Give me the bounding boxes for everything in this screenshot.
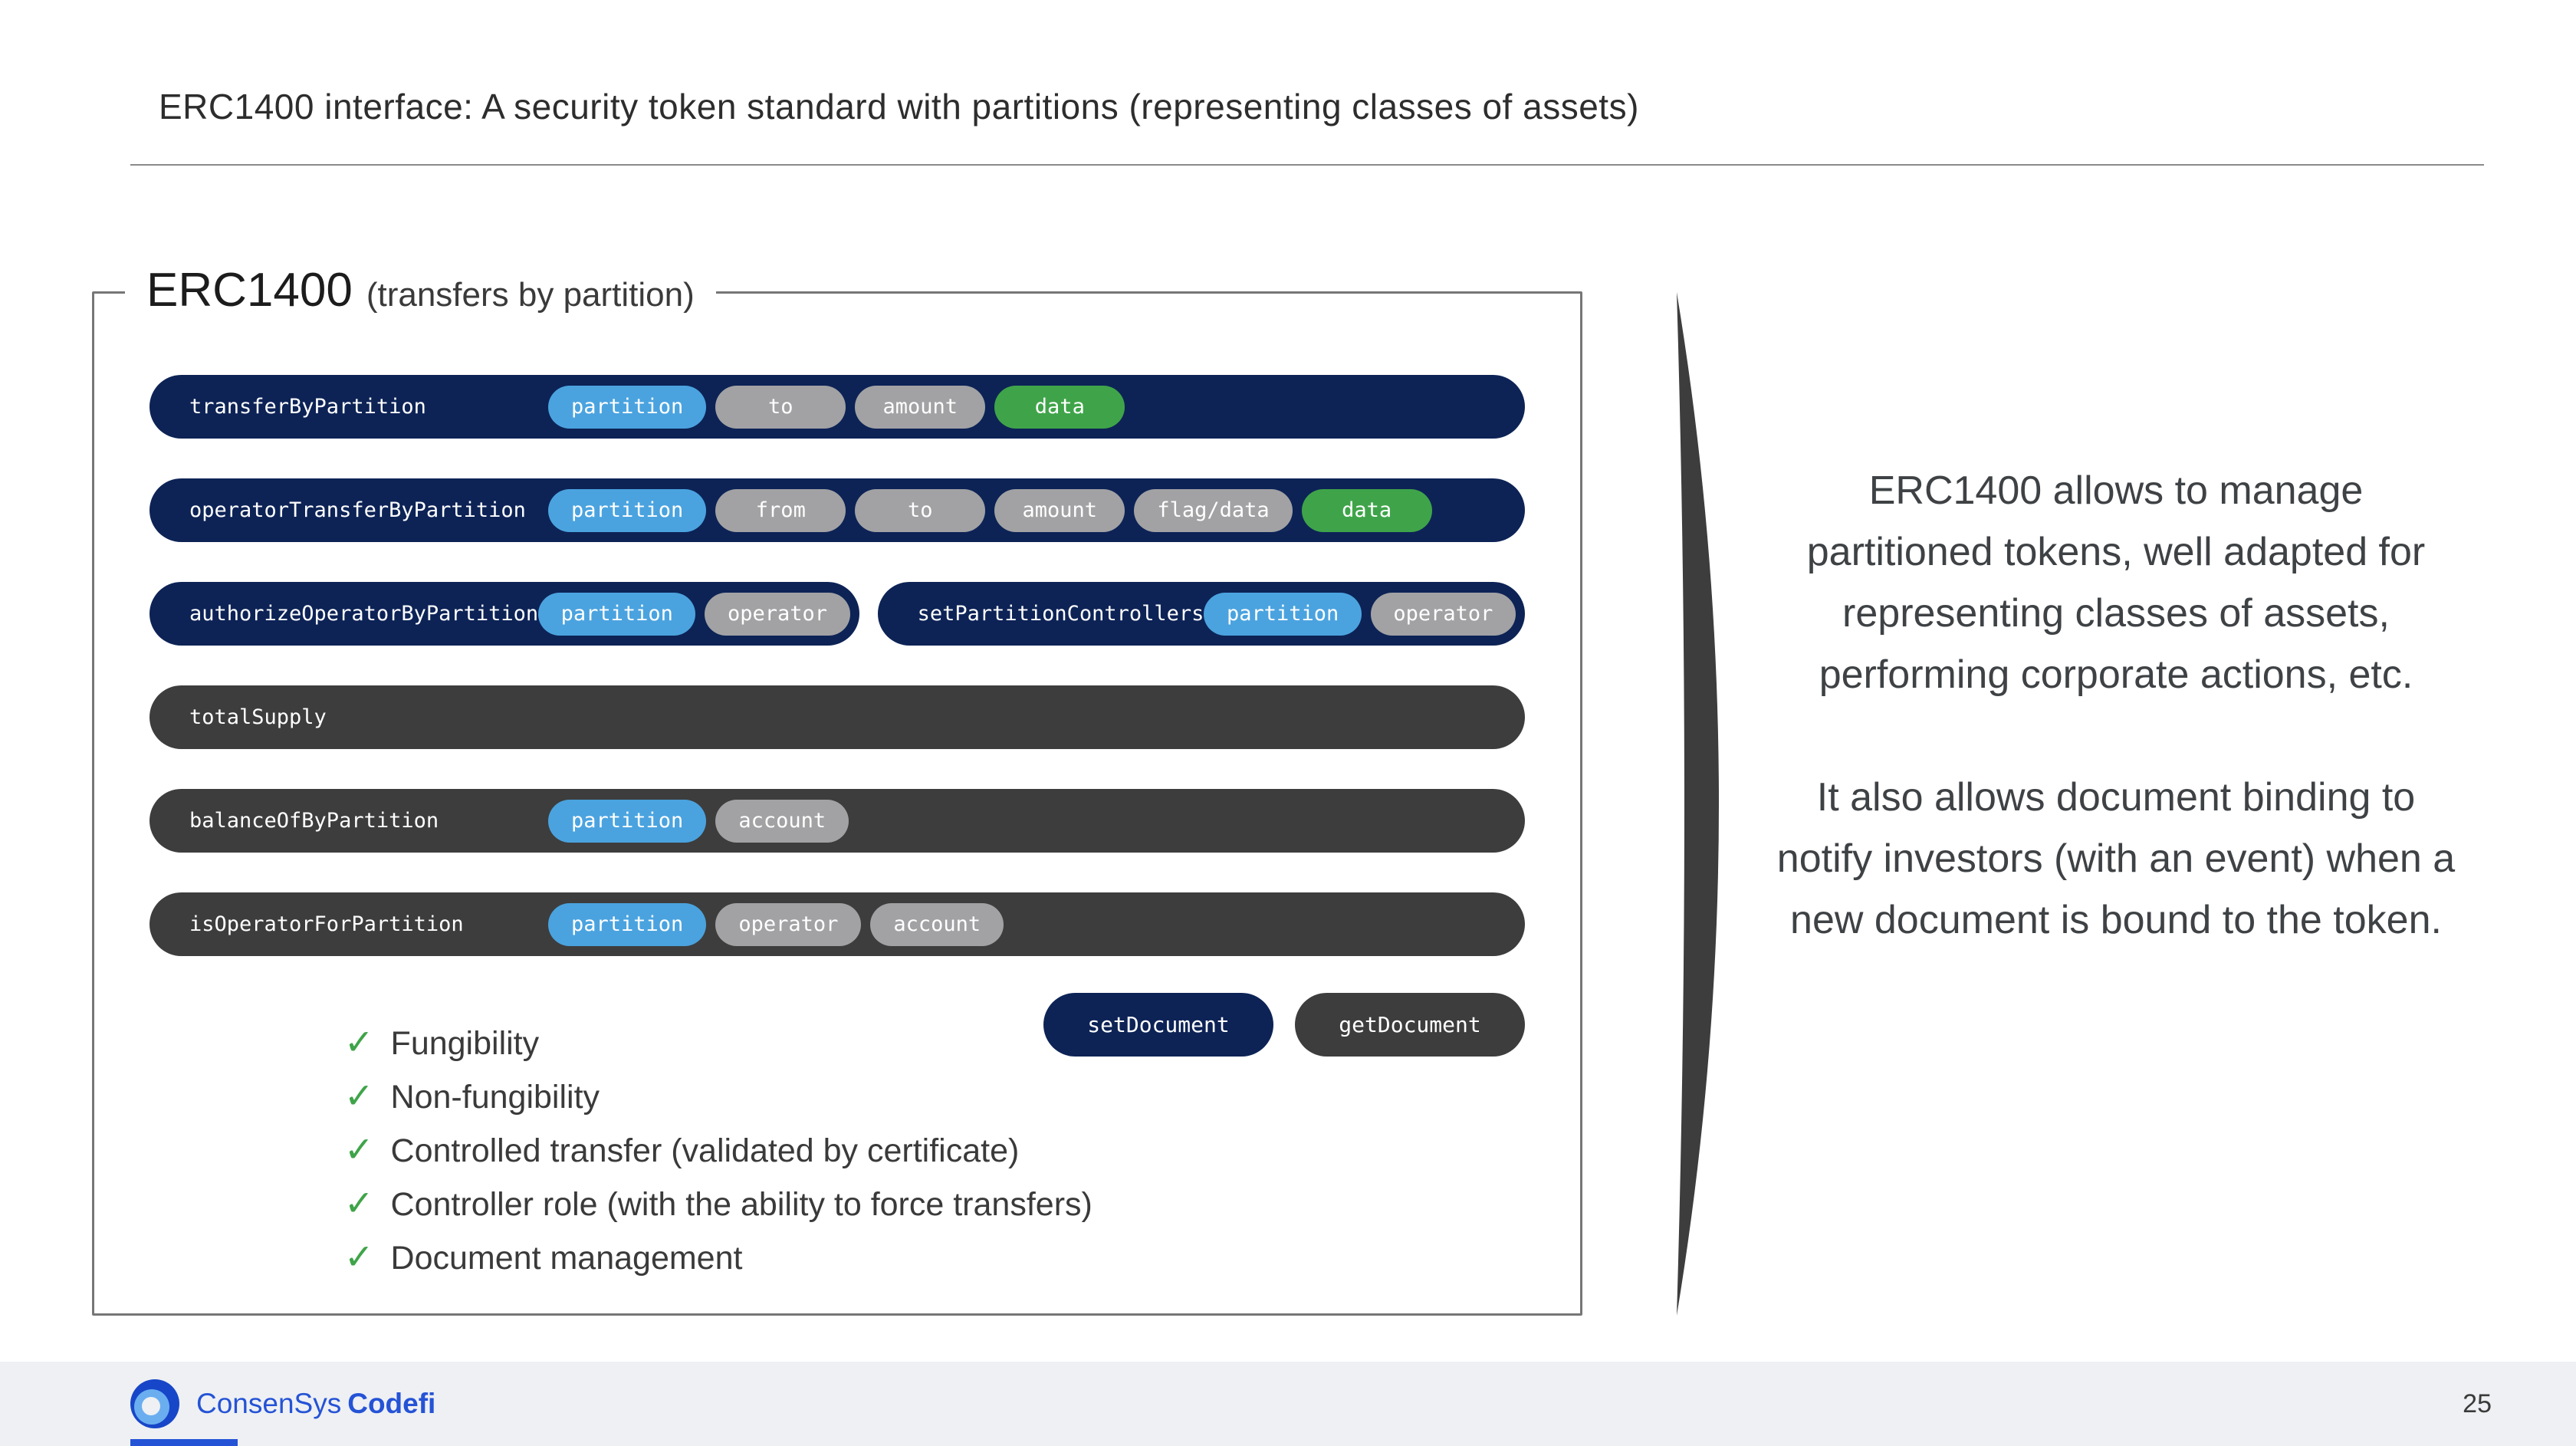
param-pill: account (870, 902, 1004, 946)
function-name: isOperatorForPartition (189, 912, 464, 936)
checkmark-icon: ✓ (344, 1237, 374, 1277)
accent-bar (130, 1439, 238, 1446)
param-pill: operator (705, 592, 850, 636)
param-pill: flag/data (1134, 488, 1293, 532)
param-pill: from (715, 488, 846, 532)
function-name: balanceOfByPartition (189, 809, 439, 833)
checklist-item: ✓ Fungibility (344, 1016, 1092, 1070)
panel-bottom: setDocument getDocument ✓ Fungibility ✓ Non-… (150, 993, 1525, 1292)
description-paragraph-1: ERC1400 allows to manage partitioned tok… (1806, 468, 2426, 697)
function-name: operatorTransferByPartition (189, 498, 526, 522)
param-pill: partition (548, 488, 707, 532)
panel-title: ERC1400 (146, 264, 353, 317)
param-pill: partition (548, 902, 707, 946)
description-text: ERC1400 allows to manage partitioned tok… (1771, 460, 2461, 951)
brand-name-bold: Codefi (347, 1388, 436, 1419)
checklist-label: Non-fungibility (390, 1079, 600, 1116)
erc1400-panel: ERC1400 (transfers by partition) transfe… (92, 263, 1582, 1316)
checklist-label: Document management (390, 1240, 743, 1277)
brand-name-regular: ConsenSys (196, 1388, 342, 1419)
checklist-item: ✓ Document management (344, 1231, 1092, 1284)
checklist-label: Controlled transfer (validated by certif… (390, 1132, 1020, 1169)
checkmark-icon: ✓ (344, 1183, 374, 1223)
checklist-item: ✓ Controlled transfer (validated by certi… (344, 1123, 1092, 1177)
checklist-label: Controller role (with the ability to for… (390, 1186, 1092, 1223)
page-number: 25 (2463, 1388, 2492, 1418)
panel-legend: ERC1400 (transfers by partition) (125, 263, 716, 317)
consensys-logo-icon (130, 1379, 179, 1428)
param-pill: to (855, 488, 986, 532)
checklist-item: ✓ Controller role (with the ability to fo… (344, 1177, 1092, 1231)
param-pill: partition (548, 385, 707, 429)
feature-checklist: ✓ Fungibility ✓ Non-fungibility ✓ Controlled … (344, 1016, 1092, 1284)
panel-subtitle: (transfers by partition) (366, 276, 695, 314)
doc-button: setDocument (1043, 993, 1273, 1057)
divider-crescent-shape (1677, 292, 1719, 1316)
param-pill: partition (538, 592, 696, 636)
doc-button: getDocument (1295, 993, 1525, 1057)
function-name: transferByPartition (189, 395, 426, 419)
param-pill: operator (715, 902, 862, 946)
checklist-label: Fungibility (390, 1025, 540, 1062)
param-pill: account (715, 799, 849, 843)
checkmark-icon: ✓ (344, 1129, 374, 1169)
function-row: totalSupply (150, 685, 1525, 749)
function-name: totalSupply (189, 705, 327, 729)
param-pill: amount (994, 488, 1125, 532)
checkmark-icon: ✓ (344, 1022, 374, 1062)
description-paragraph-2: It also allows document binding to notif… (1776, 775, 2456, 942)
checklist-item: ✓ Non-fungibility (344, 1070, 1092, 1123)
doc-buttons: setDocument getDocument (1043, 993, 1525, 1057)
param-pill: to (715, 385, 846, 429)
param-pill: amount (855, 385, 986, 429)
param-pill: operator (1370, 592, 1516, 636)
param-pill: data (994, 385, 1125, 429)
function-name: setPartitionControllers (917, 602, 1204, 626)
param-pill: data (1301, 488, 1432, 532)
checkmark-icon: ✓ (344, 1076, 374, 1116)
page-title: ERC1400 interface: A security token stan… (159, 87, 1639, 127)
title-divider (130, 164, 2484, 166)
param-pill: partition (548, 799, 707, 843)
function-pill-group: totalSupply (150, 685, 1525, 749)
function-name: authorizeOperatorByPartition (189, 602, 539, 626)
param-pill: partition (1204, 592, 1362, 636)
